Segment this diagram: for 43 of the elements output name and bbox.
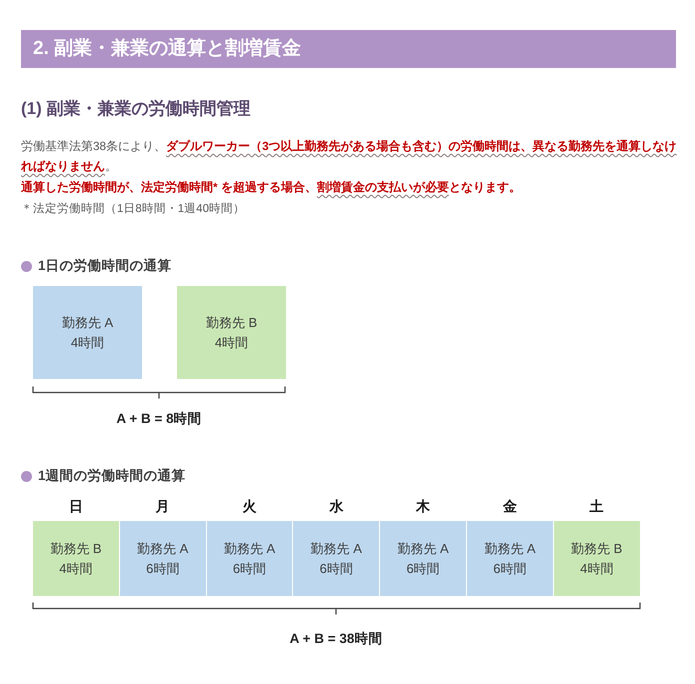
body-text: 労働基準法第38条により、ダブルワーカー（3つ以上勤務先がある場合も含む）の労働時間は、異なる勤務先を通算しなければなりません。 <box>21 138 678 175</box>
workplace-box <box>293 521 380 596</box>
workplace-box <box>467 521 553 596</box>
workplace-label: 勤務先 B <box>571 540 622 558</box>
day-label: 土 <box>590 497 604 515</box>
workplace-box <box>206 521 292 596</box>
workplace-label: 勤務先 B <box>50 540 102 558</box>
day-label: 水 <box>329 497 344 515</box>
sum-label: A + B = 8時間 <box>116 410 202 428</box>
workplace-label: 勤務先 A <box>397 540 449 558</box>
body-text: 通算した労働時間が、法定労働時間* を超過する場合、割増賃金の支払いが必要となります。 <box>21 179 521 196</box>
day-label: 月 <box>156 497 170 515</box>
chart-heading: 1日の労働時間の通算 <box>38 257 172 275</box>
workplace-box <box>33 286 142 379</box>
day-label: 火 <box>242 497 256 515</box>
workplace-box <box>177 286 286 379</box>
workplace-label: 勤務先 A <box>224 540 276 558</box>
hours-label: 4時間 <box>70 334 104 352</box>
hours-label: 6時間 <box>320 560 353 578</box>
workplace-label: 勤務先 A <box>310 540 362 558</box>
hours-label: 4時間 <box>214 334 248 352</box>
hours-label: 6時間 <box>406 560 440 578</box>
workplace-box <box>380 521 466 596</box>
day-label: 日 <box>68 497 83 515</box>
hours-label: 6時間 <box>146 560 180 578</box>
day-label: 木 <box>416 497 430 515</box>
workplace-label: 勤務先 A <box>62 314 114 332</box>
workplace-box <box>33 521 119 596</box>
hours-label: 6時間 <box>232 560 266 578</box>
sum-label: A + B = 38時間 <box>290 630 382 648</box>
workplace-label: 勤務先 B <box>206 314 258 332</box>
day-label: 金 <box>502 497 517 515</box>
title-banner: 2. 副業・兼業の通算と割増賃金 <box>21 30 676 68</box>
workplace-label: 勤務先 A <box>137 540 188 558</box>
chart-heading: 1週間の労働時間の通算 <box>38 467 186 485</box>
section-subheading: (1) 副業・兼業の労働時間管理 <box>21 98 250 120</box>
workplace-label: 勤務先 A <box>484 540 536 558</box>
footnote-text: ＊法定労働時間（1日8時間・1週40時間） <box>21 202 245 217</box>
workplace-box <box>554 521 640 596</box>
hours-label: 4時間 <box>59 560 93 578</box>
workplace-box <box>120 521 206 596</box>
hours-label: 4時間 <box>580 560 614 578</box>
hours-label: 6時間 <box>493 560 527 578</box>
